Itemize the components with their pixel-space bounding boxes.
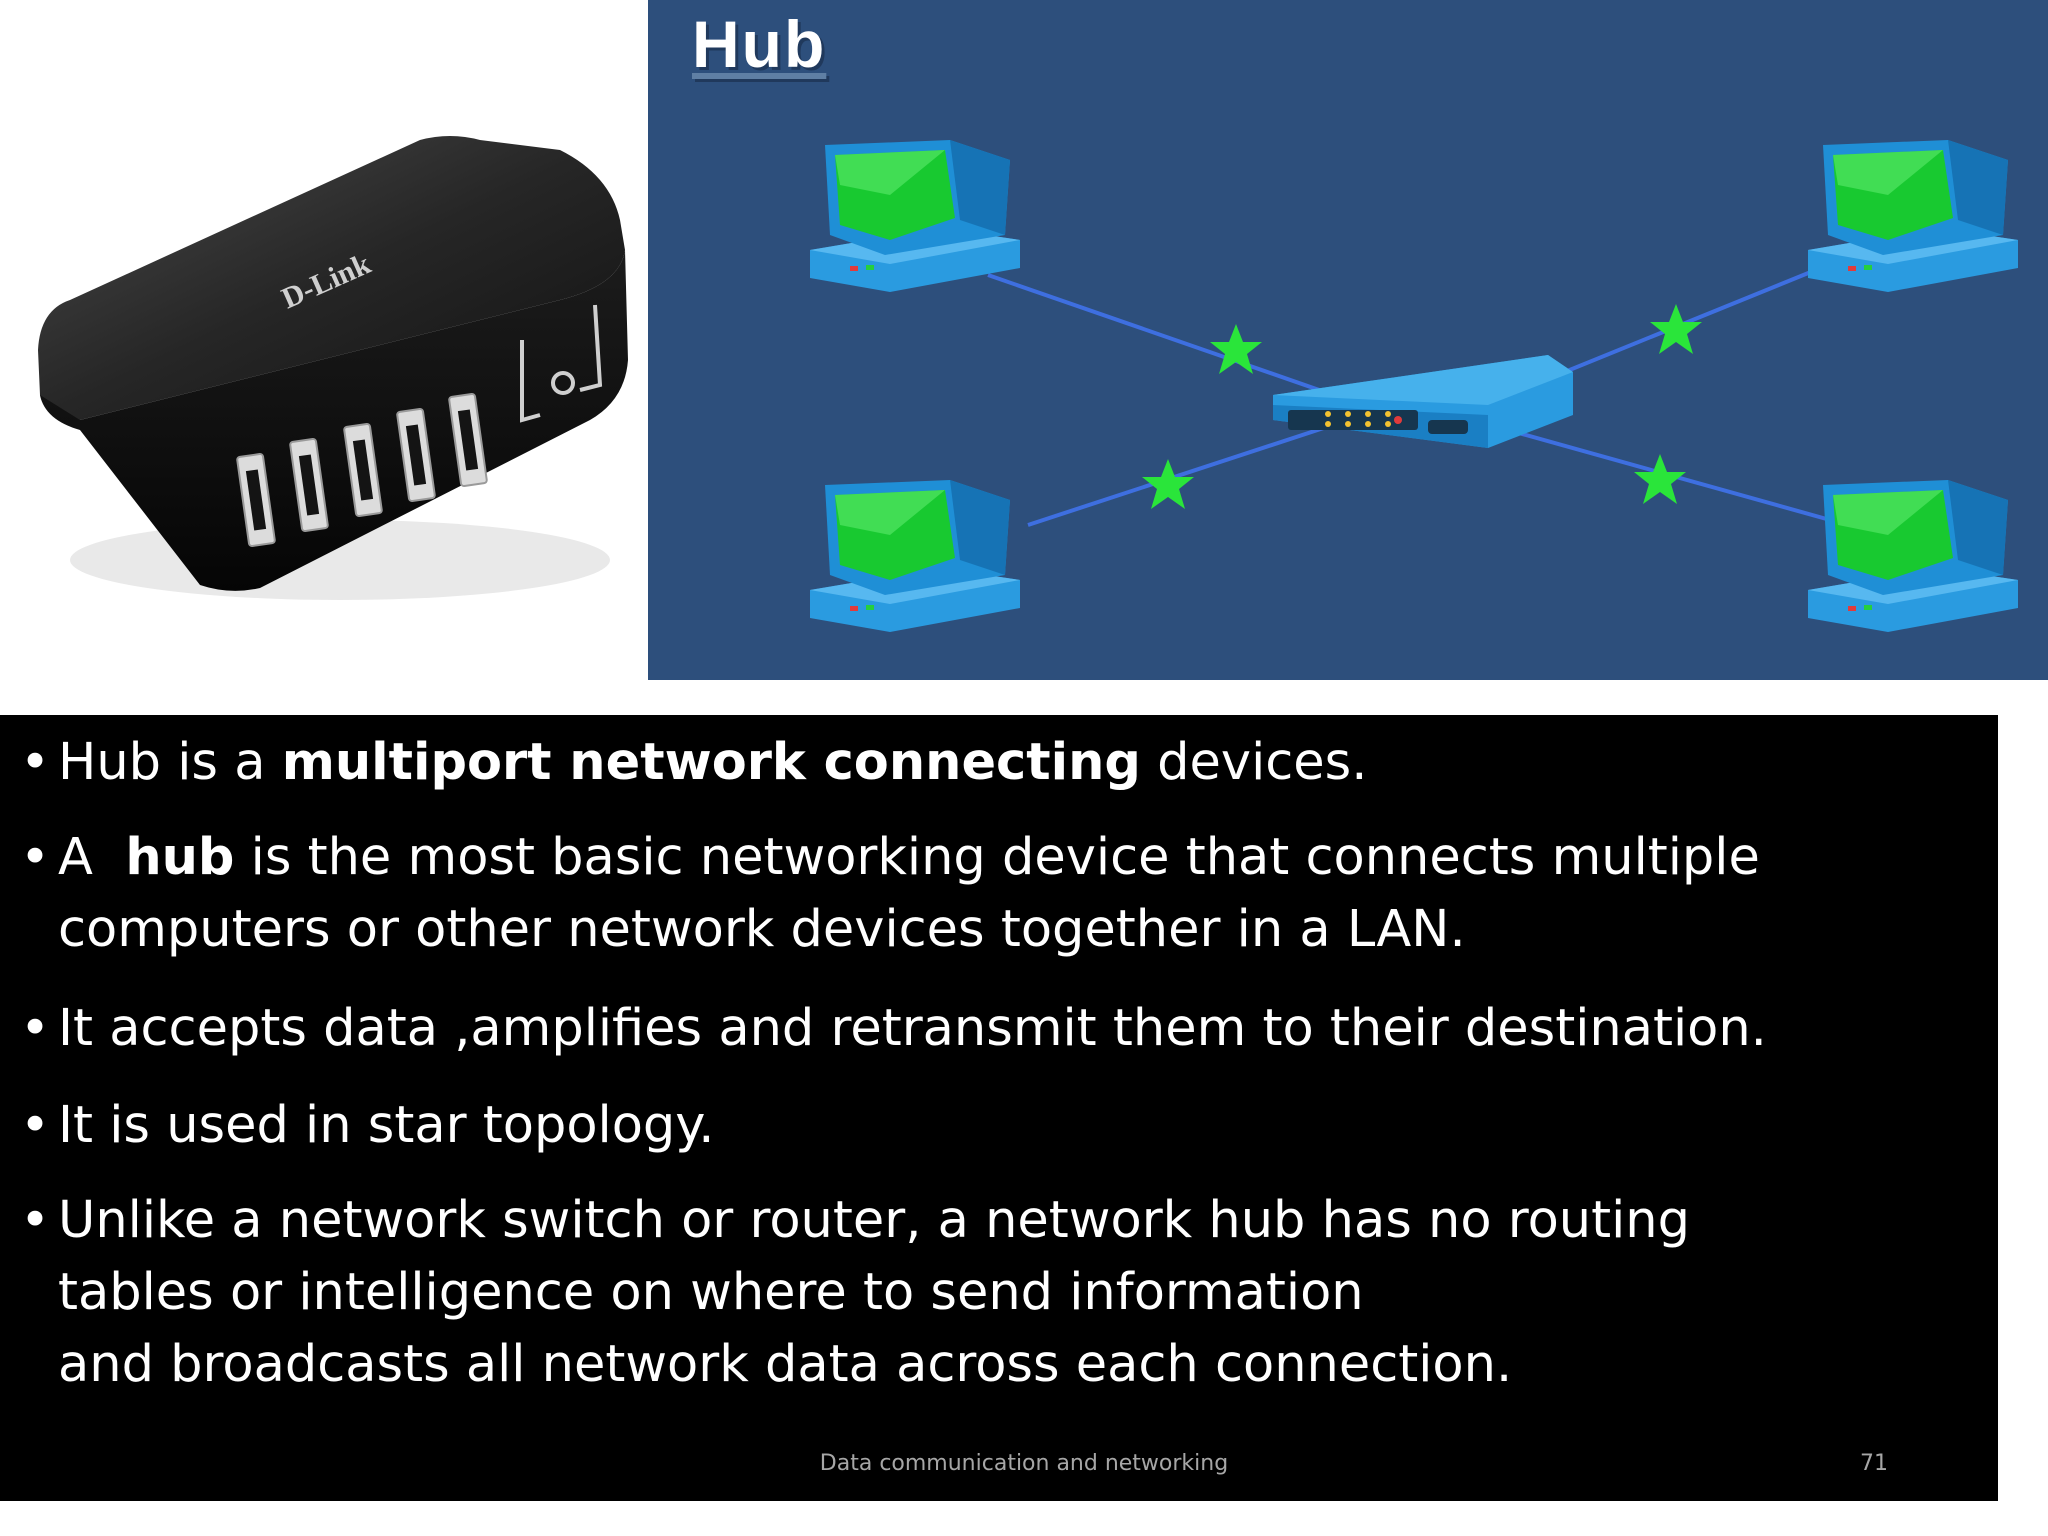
computer-top-right [1808,140,2018,292]
bullet-4-line: It is used in star topology. [58,1096,715,1155]
slide-footer: Data communication and networking [819,1451,1229,1476]
usb-hub-image: D-Link [38,136,628,600]
bullet-3-line: It accepts data ,amplifies and retransmi… [58,999,1767,1058]
bullet-5-line-2: tables or intelligence on where to send … [58,1263,1364,1322]
bullet-dot-icon: • [20,1096,51,1155]
bullet-dot-icon: • [20,999,51,1058]
bullet-dot-icon: • [20,733,51,792]
hub-device [1273,355,1573,448]
signal-star-icon [1650,304,1702,354]
bullet-5-line-3: and broadcasts all network data across e… [58,1335,1513,1394]
bullet-3: • It accepts data ,amplifies and retrans… [0,993,1767,1065]
bullet-5-line-1: Unlike a network switch or router, a net… [58,1191,1690,1250]
slide-number: 71 [1860,1451,1888,1476]
bullet-2: • A hub is the most basic networking dev… [0,822,1760,966]
bullet-dot-icon: • [20,828,51,887]
computer-top-left [810,140,1020,292]
bullet-4: • It is used in star topology. [0,1090,714,1162]
bullet-1: • Hub is a multiport network connecting … [0,727,1367,799]
diagram-title: Hub [692,7,827,81]
bullet-dot-icon: • [20,1191,51,1250]
bullet-2-line-2: computers or other network devices toget… [58,900,1466,959]
text-panel [0,715,1998,1501]
bullet-1-line: Hub is a multiport network connecting de… [58,733,1368,792]
bullet-5: • Unlike a network switch or router, a n… [0,1185,1690,1401]
hub-network-diagram: Hub [648,0,2048,680]
computer-bottom-left [810,480,1020,632]
computer-bottom-right [1808,480,2018,632]
bullet-2-line-1: A hub is the most basic networking devic… [58,828,1760,887]
hub-product-photo: D-Link [0,0,648,680]
